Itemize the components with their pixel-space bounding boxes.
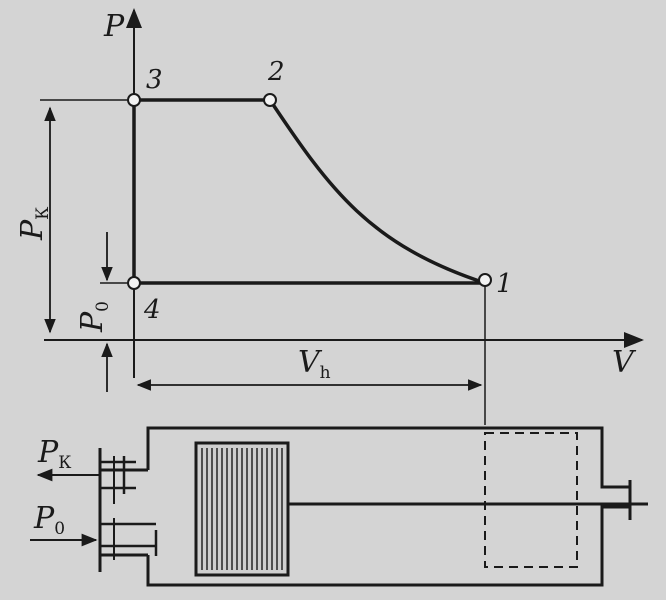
point-2-label: 2 (267, 57, 285, 87)
svg-text:P0: P0 (75, 301, 113, 333)
piston-bdc-position (484, 432, 578, 568)
point-4-label: 4 (143, 295, 161, 325)
suction-pressure-label: P0 (33, 501, 65, 539)
point-2-marker (263, 93, 277, 107)
point-4-marker (127, 276, 141, 290)
pk-dimension-label: PК (15, 207, 53, 241)
cycle-compression-curve (268, 99, 486, 285)
point-1-label: 1 (496, 269, 513, 299)
p0-dimension-label: P0 (75, 301, 113, 333)
compressor-cylinder (98, 426, 632, 587)
svg-text:PК: PК (15, 207, 53, 241)
pv-chart (40, 8, 644, 425)
v-axis-label: V (612, 345, 637, 380)
p-axis-label: P (103, 9, 125, 44)
piston (194, 441, 290, 577)
discharge-pressure-label: PК (37, 435, 71, 473)
point-3-marker (127, 93, 141, 107)
point-1-marker (478, 273, 492, 287)
piston-hatch (201, 448, 283, 570)
point-3-label: 3 (146, 65, 163, 95)
vh-dimension-label: Vh (298, 345, 331, 383)
